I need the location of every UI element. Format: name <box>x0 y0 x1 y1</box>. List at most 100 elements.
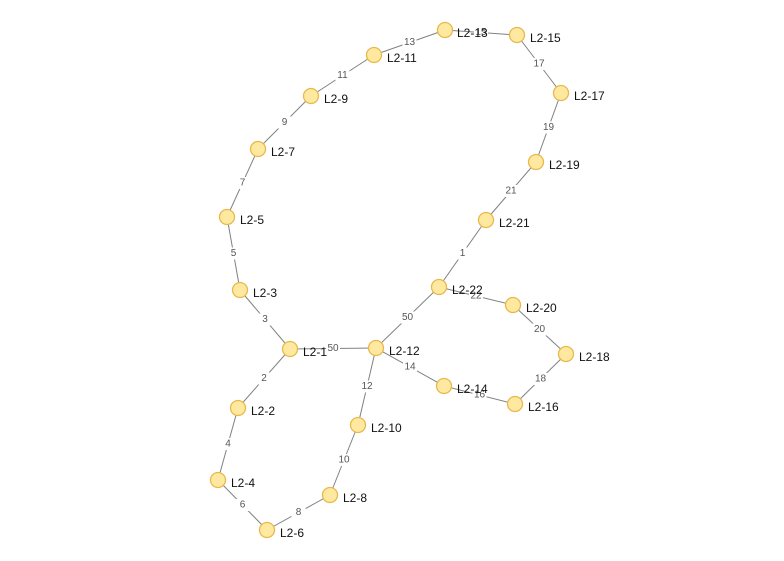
edges-layer <box>217 29 567 531</box>
node-l2-6[interactable]: L2-6 <box>258 521 305 541</box>
node-circle[interactable] <box>557 345 575 363</box>
edge-label: 9 <box>282 117 288 128</box>
node-l2-1[interactable]: L2-1 <box>281 340 328 360</box>
edge-label-background <box>400 311 415 324</box>
node-circle[interactable] <box>231 281 249 299</box>
node-circle[interactable] <box>302 87 320 105</box>
node-circle[interactable] <box>209 471 227 489</box>
edge-label-background <box>532 58 546 70</box>
node-label: L2-17 <box>574 89 605 103</box>
node-l2-18[interactable]: L2-18 <box>557 345 611 365</box>
node-circle[interactable] <box>349 416 367 434</box>
edge-label: 10 <box>338 455 350 466</box>
edge-label: 8 <box>296 507 302 518</box>
node-l2-22[interactable]: L2-22 <box>430 278 484 298</box>
node-circle[interactable] <box>258 521 276 539</box>
node-circle[interactable] <box>321 486 339 504</box>
edge-label-background <box>335 69 350 82</box>
edge-label: 2 <box>261 373 267 384</box>
edge-label-background <box>221 438 235 450</box>
edge-label: 16 <box>474 390 486 401</box>
edge-label: 14 <box>404 362 416 373</box>
edge-label: 20 <box>534 324 546 335</box>
node-circle[interactable] <box>477 211 495 229</box>
node-circle[interactable] <box>506 395 524 413</box>
edge-label: 12 <box>361 381 373 392</box>
node-circle[interactable] <box>218 208 236 226</box>
node-l2-17[interactable]: L2-17 <box>552 84 606 104</box>
node-label: L2-19 <box>549 158 580 172</box>
nodes-layer: L2-1L2-2L2-3L2-4L2-5L2-6L2-7L2-8L2-9L2-1… <box>209 21 611 541</box>
node-circle[interactable] <box>527 153 545 171</box>
node-circle[interactable] <box>249 140 267 158</box>
node-l2-13[interactable]: L2-13 <box>436 21 489 41</box>
node-l2-20[interactable]: L2-20 <box>504 296 558 316</box>
edge-label: 17 <box>533 59 545 70</box>
node-l2-15[interactable]: L2-15 <box>508 26 562 46</box>
node-label: L2-16 <box>528 400 559 414</box>
edge-label-background <box>291 506 306 519</box>
edge-label: 4 <box>225 439 231 450</box>
node-l2-9[interactable]: L2-9 <box>302 87 349 107</box>
node-label: L2-7 <box>271 145 295 159</box>
edge-label-background <box>402 36 417 49</box>
node-label: L2-21 <box>499 216 530 230</box>
node-circle[interactable] <box>504 296 522 314</box>
node-l2-2[interactable]: L2-2 <box>229 399 276 419</box>
node-circle[interactable] <box>552 84 570 102</box>
edge-label: 21 <box>505 186 517 197</box>
node-l2-7[interactable]: L2-7 <box>249 140 296 160</box>
edge-label: 5 <box>231 248 237 259</box>
edge-label-background <box>235 177 250 189</box>
edge-label-background <box>403 361 417 373</box>
node-label: L2-5 <box>240 213 264 227</box>
edge-label-background <box>455 247 470 260</box>
node-label: L2-12 <box>389 344 420 358</box>
node-circle[interactable] <box>508 26 526 44</box>
node-l2-11[interactable]: L2-11 <box>365 46 418 66</box>
node-l2-4[interactable]: L2-4 <box>209 471 256 491</box>
node-l2-8[interactable]: L2-8 <box>321 486 368 506</box>
node-circle[interactable] <box>229 399 247 417</box>
node-l2-12[interactable]: L2-12 <box>367 339 421 359</box>
edge-label-background <box>258 313 272 326</box>
edge-label: 50 <box>402 312 414 323</box>
edge-label-background <box>337 454 351 466</box>
node-l2-19[interactable]: L2-19 <box>527 153 581 173</box>
node-circle[interactable] <box>281 340 299 358</box>
node-l2-3[interactable]: L2-3 <box>231 281 278 301</box>
edge-label-background <box>541 121 556 134</box>
edge-label-background <box>235 499 250 511</box>
node-label: L2-4 <box>231 476 255 490</box>
edge-label-background <box>472 389 487 401</box>
edge-label-background <box>226 247 241 260</box>
node-circle[interactable] <box>430 278 448 296</box>
node-label: L2-1 <box>303 345 327 359</box>
node-l2-21[interactable]: L2-21 <box>477 211 531 231</box>
node-l2-5[interactable]: L2-5 <box>218 208 265 228</box>
node-label: L2-9 <box>324 92 348 106</box>
edge-label-background <box>469 290 483 302</box>
node-circle[interactable] <box>367 339 385 357</box>
edge-label: 22 <box>470 291 482 302</box>
edge-label-background <box>360 380 374 393</box>
node-circle[interactable] <box>436 21 454 39</box>
node-label: L2-11 <box>387 51 417 65</box>
node-label: L2-14 <box>457 382 488 396</box>
edge-label-background <box>532 323 547 336</box>
edge-label: 13 <box>404 37 416 48</box>
node-l2-14[interactable]: L2-14 <box>435 377 489 397</box>
edge-label-background <box>277 116 292 129</box>
node-circle[interactable] <box>435 377 453 395</box>
node-label: L2-2 <box>251 404 275 418</box>
edge-label-background <box>504 185 518 197</box>
node-label: L2-8 <box>343 491 367 505</box>
node-l2-10[interactable]: L2-10 <box>349 416 403 436</box>
node-label: L2-13 <box>457 26 488 40</box>
node-l2-16[interactable]: L2-16 <box>506 395 560 415</box>
node-circle[interactable] <box>365 46 383 64</box>
edge-label: 11 <box>337 70 348 81</box>
node-label: L2-3 <box>253 286 277 300</box>
